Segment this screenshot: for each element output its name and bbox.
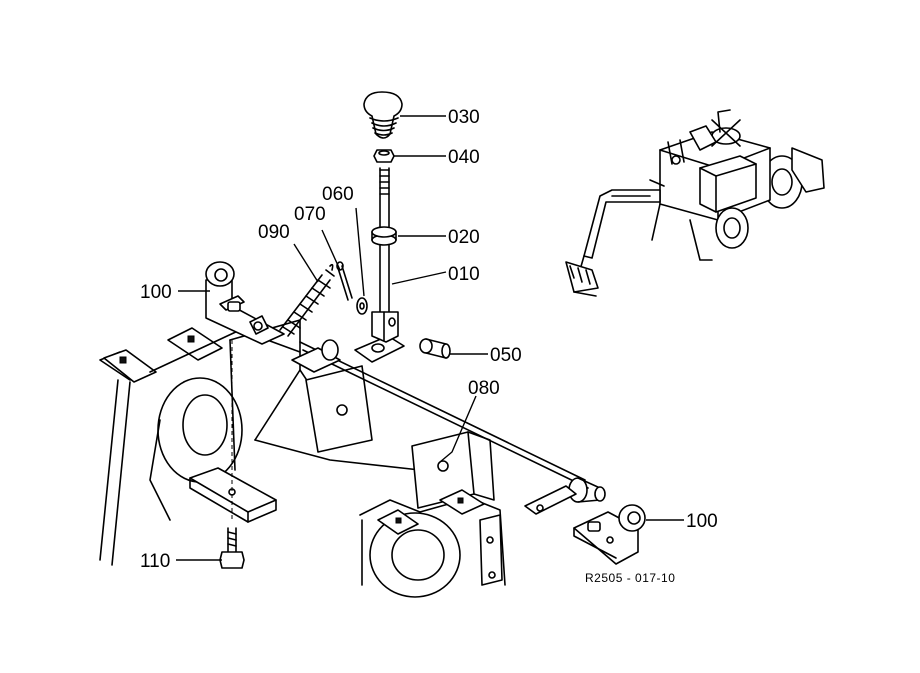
- callout-lines: [176, 115, 684, 561]
- label-050: 050: [490, 345, 522, 366]
- lever-nut: [373, 149, 395, 195]
- selector-shaft: [291, 335, 606, 515]
- tractor-frame: [99, 319, 506, 598]
- label-110: 110: [140, 551, 170, 572]
- right-mount-bracket: [573, 504, 646, 565]
- label-100-right: 100: [686, 511, 718, 532]
- label-040: 040: [448, 147, 480, 168]
- label-020: 020: [448, 227, 480, 248]
- spring: [279, 263, 335, 337]
- label-080: 080: [468, 378, 500, 399]
- label-060: 060: [322, 184, 354, 205]
- tractor-backhoe-illustration: [565, 109, 825, 297]
- label-030: 030: [448, 107, 480, 128]
- left-mount-bracket: [205, 261, 285, 345]
- part-labels: 030 040 060 070 090 020 010 100 050 080 …: [140, 107, 718, 572]
- drawing-reference-code: R2505 - 017-10: [585, 571, 675, 585]
- label-070: 070: [294, 204, 326, 225]
- lever-collar: [371, 226, 397, 246]
- label-100-left: 100: [140, 282, 172, 303]
- label-090: 090: [258, 222, 290, 243]
- clevis-pin: [419, 338, 451, 359]
- label-010: 010: [448, 264, 480, 285]
- washer: [356, 297, 368, 315]
- shift-knob: [363, 91, 403, 139]
